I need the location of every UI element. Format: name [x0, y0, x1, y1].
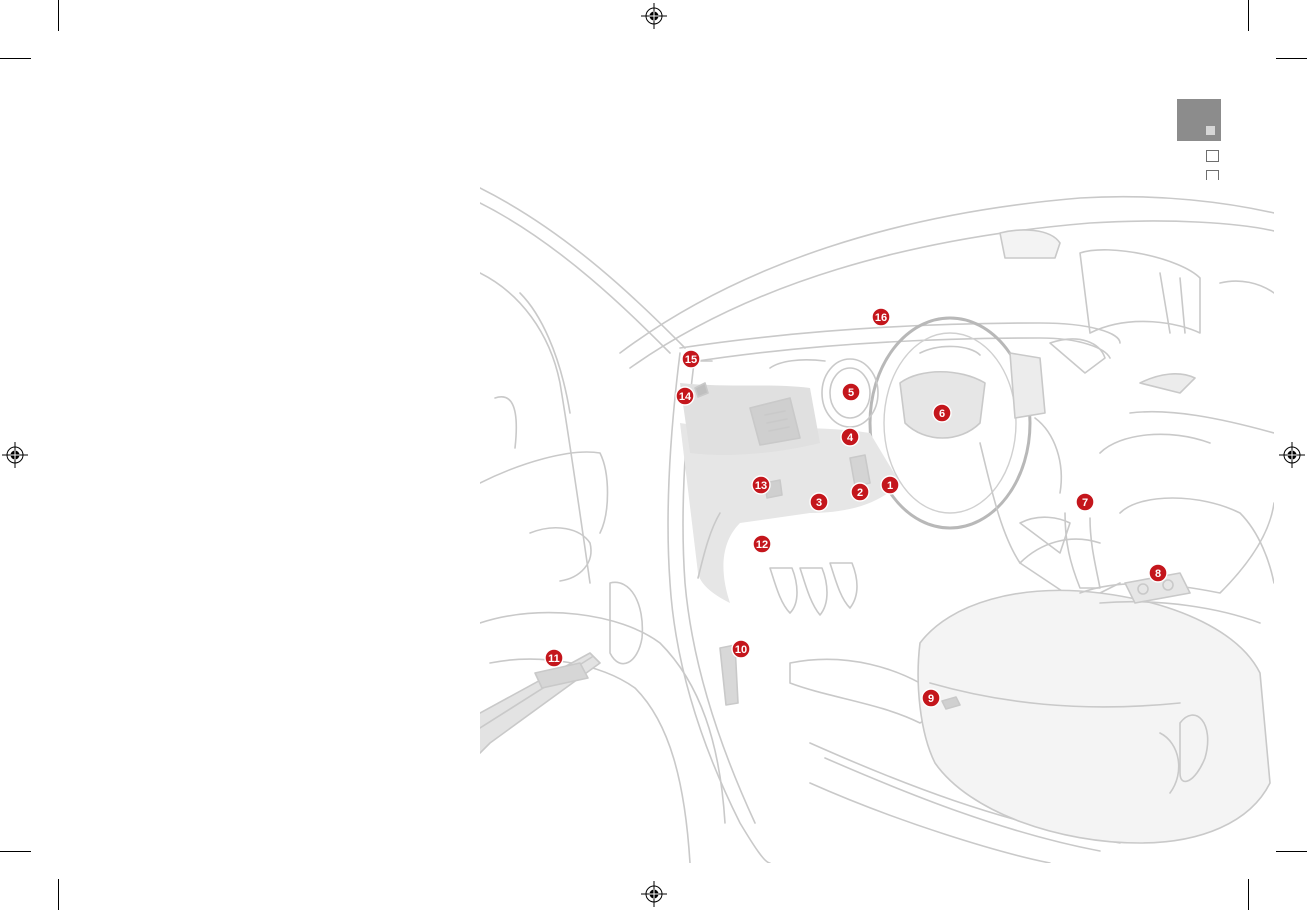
crop-mark [0, 851, 31, 852]
section-tab [1206, 170, 1219, 180]
svg-text:3: 3 [816, 497, 822, 509]
svg-text:7: 7 [1082, 497, 1088, 509]
callout-2: 2 [851, 483, 869, 501]
registration-mark-icon [1279, 442, 1305, 468]
callout-15: 15 [682, 350, 700, 368]
callout-1: 1 [881, 476, 899, 494]
callout-14: 14 [676, 387, 694, 405]
svg-text:6: 6 [939, 408, 945, 420]
callout-7: 7 [1076, 493, 1094, 511]
crop-mark [0, 58, 31, 59]
section-tab-active [1177, 99, 1221, 141]
svg-text:4: 4 [847, 432, 854, 444]
svg-text:11: 11 [548, 653, 560, 665]
crop-mark [58, 0, 59, 31]
svg-text:9: 9 [928, 693, 934, 705]
crop-mark [1276, 58, 1307, 59]
crop-mark [1248, 0, 1249, 31]
callout-9: 9 [922, 689, 940, 707]
svg-text:2: 2 [857, 487, 863, 499]
callout-12: 12 [753, 535, 771, 553]
callout-4: 4 [841, 428, 859, 446]
callout-5: 5 [842, 383, 860, 401]
svg-text:12: 12 [756, 539, 768, 551]
crop-mark [1276, 851, 1307, 852]
svg-text:15: 15 [685, 354, 697, 366]
section-tab [1206, 150, 1219, 162]
svg-text:8: 8 [1155, 568, 1161, 580]
callout-16: 16 [872, 308, 890, 326]
callout-13: 13 [752, 476, 770, 494]
callout-3: 3 [810, 493, 828, 511]
svg-text:16: 16 [875, 312, 887, 324]
svg-text:14: 14 [679, 391, 692, 403]
svg-text:10: 10 [735, 644, 747, 656]
crop-mark [58, 879, 59, 910]
svg-text:13: 13 [755, 480, 767, 492]
callout-8: 8 [1149, 564, 1167, 582]
car-interior-illustration: 1 2 3 4 5 6 7 8 9 10 11 12 13 14 15 16 [480, 183, 1274, 863]
crop-mark [1248, 879, 1249, 910]
registration-mark-icon [641, 3, 667, 29]
registration-mark-icon [2, 442, 28, 468]
registration-mark-icon [641, 881, 667, 907]
svg-text:5: 5 [848, 387, 854, 399]
callout-11: 11 [545, 649, 563, 667]
section-tab-marker [1206, 126, 1215, 135]
callout-6: 6 [933, 404, 951, 422]
svg-text:1: 1 [887, 480, 893, 492]
callout-10: 10 [732, 640, 750, 658]
